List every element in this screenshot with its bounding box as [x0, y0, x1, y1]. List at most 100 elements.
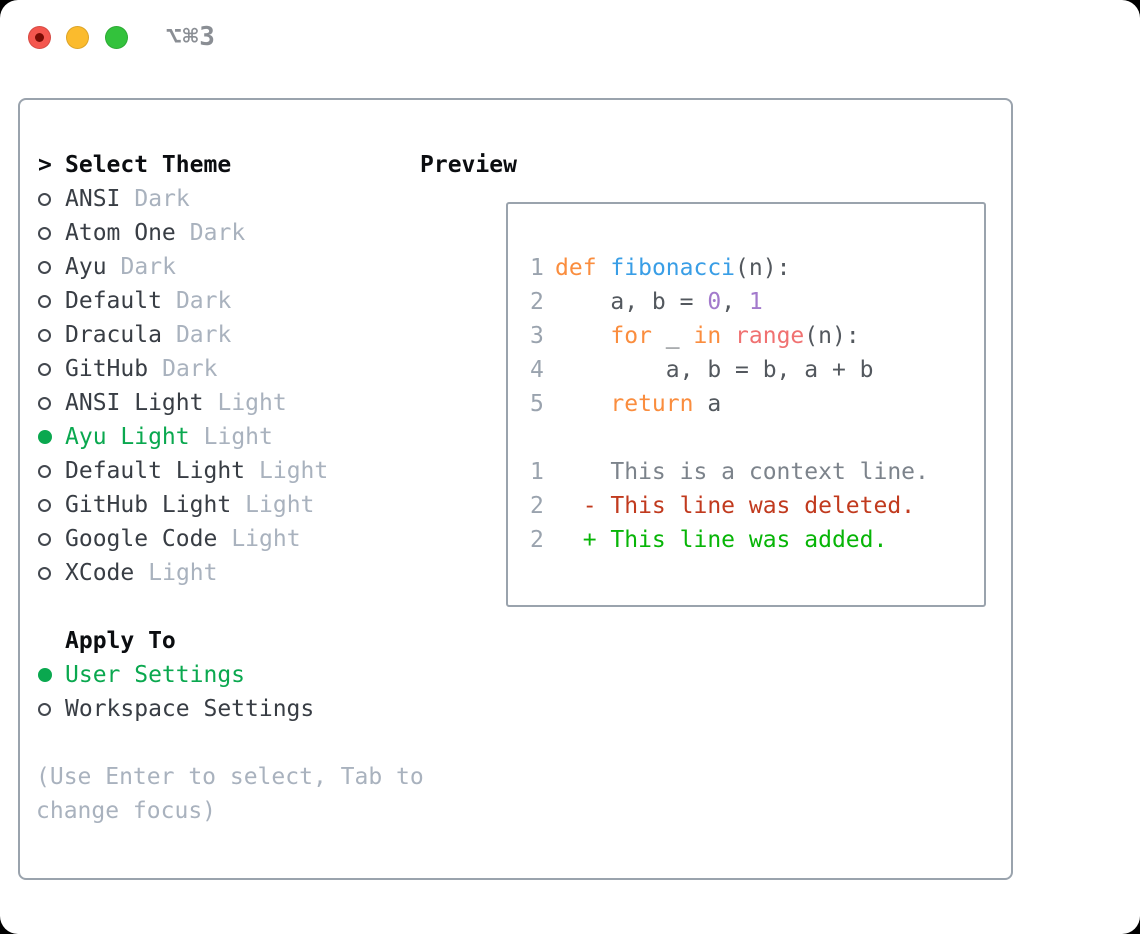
- radio-selected-icon: [38, 430, 52, 444]
- token-num: 1: [748, 289, 763, 315]
- line-number: 5: [530, 391, 544, 417]
- radio-icon: [38, 396, 51, 410]
- token-kw: def: [555, 255, 597, 281]
- minimize-button[interactable]: [66, 26, 89, 49]
- token-num: 0: [707, 289, 722, 315]
- theme-option-default-light[interactable]: Default Light Light: [38, 454, 328, 488]
- theme-option-ansi-light[interactable]: ANSI Light Light: [38, 386, 328, 420]
- radio-icon: [38, 532, 51, 546]
- select-theme-title: Select Theme: [65, 152, 232, 178]
- token-plain: [555, 323, 610, 349]
- option-variant-label: Light: [259, 458, 329, 484]
- code-line: 1 This is a context line.: [530, 455, 929, 489]
- code-line: 2 - This line was deleted.: [530, 489, 929, 523]
- token-plain: a, b = b, a + b: [555, 357, 874, 383]
- option-variant-label: Dark: [175, 288, 232, 314]
- option-label: Default: [65, 288, 162, 314]
- option-variant-label: Light: [231, 526, 301, 552]
- line-number: 3: [530, 323, 544, 349]
- preview-header: Preview: [420, 152, 517, 178]
- radio-icon: [38, 498, 51, 512]
- token-plain: _: [651, 323, 694, 349]
- radio-selected-icon: [38, 668, 52, 682]
- option-label: Atom One: [65, 220, 176, 246]
- hint-line-2: change focus): [36, 798, 217, 824]
- radio-icon: [38, 566, 51, 580]
- hint-text: (Use Enter to select, Tab to change focu…: [36, 760, 424, 828]
- option-variant-label: Light: [203, 424, 273, 450]
- option-label: Google Code: [65, 526, 218, 552]
- code-line: 3 for _ in range(n):: [530, 319, 929, 353]
- close-button[interactable]: [28, 26, 51, 49]
- token-plain: ,: [721, 289, 749, 315]
- radio-icon: [38, 260, 51, 274]
- code-line: 2 + This line was added.: [530, 523, 929, 557]
- apply-to-header: Apply To: [38, 624, 314, 658]
- radio-icon: [38, 294, 51, 308]
- option-variant-label: Light: [148, 560, 218, 586]
- token-fn: fibonacci: [610, 255, 736, 281]
- prompt-icon: >: [38, 152, 52, 178]
- option-label: GitHub: [65, 356, 149, 382]
- option-variant-label: Dark: [120, 254, 176, 280]
- line-number: 2: [530, 289, 544, 315]
- code-line: 2 a, b = 0, 1: [530, 285, 929, 319]
- zoom-button[interactable]: [105, 26, 128, 49]
- option-label: Ayu Light: [65, 424, 190, 450]
- token-kw: for: [610, 323, 652, 349]
- token-plain: (n):: [735, 255, 791, 281]
- code-line: 5 return a: [530, 387, 929, 421]
- option-label: GitHub Light: [65, 492, 232, 518]
- option-label: ANSI: [65, 186, 121, 212]
- token-deleted: - This line was deleted.: [555, 493, 916, 519]
- record-dot-icon: [35, 33, 44, 42]
- apply-to-title: Apply To: [65, 628, 176, 654]
- apply-option-user-settings[interactable]: User Settings: [38, 658, 314, 692]
- window-title: ⌥⌘3: [166, 22, 216, 52]
- token-plain: [555, 391, 610, 417]
- theme-option-ayu[interactable]: Ayu Dark: [38, 250, 328, 284]
- option-label: Ayu: [65, 254, 107, 280]
- option-variant-label: Dark: [134, 186, 190, 212]
- theme-option-google-code[interactable]: Google Code Light: [38, 522, 328, 556]
- theme-option-ansi[interactable]: ANSI Dark: [38, 182, 328, 216]
- token-builtin: range: [735, 323, 805, 349]
- token-plain: [721, 323, 735, 349]
- hint-line-1: (Use Enter to select, Tab to: [36, 764, 424, 790]
- theme-option-github-light[interactable]: GitHub Light Light: [38, 488, 328, 522]
- option-variant-label: Light: [217, 390, 287, 416]
- radio-icon: [38, 362, 51, 376]
- apply-option-workspace-settings[interactable]: Workspace Settings: [38, 692, 314, 726]
- option-variant-label: Dark: [162, 356, 218, 382]
- option-label: Dracula: [65, 322, 162, 348]
- option-variant-label: Light: [245, 492, 315, 518]
- line-number: 2: [530, 493, 544, 519]
- token-plain: [597, 255, 611, 281]
- radio-icon: [38, 226, 51, 240]
- theme-option-github[interactable]: GitHub Dark: [38, 352, 328, 386]
- theme-option-default[interactable]: Default Dark: [38, 284, 328, 318]
- radio-icon: [38, 328, 51, 342]
- option-label: User Settings: [65, 662, 246, 688]
- token-plain: a, b =: [555, 289, 708, 315]
- line-number: 2: [530, 527, 544, 553]
- token-kw: return: [610, 391, 694, 417]
- token-context: This is a context line.: [555, 459, 929, 485]
- option-label: Default Light: [65, 458, 246, 484]
- select-theme-header: > Select Theme: [38, 148, 328, 182]
- token-plain: (n):: [804, 323, 860, 349]
- line-number: 1: [530, 459, 544, 485]
- option-label: Workspace Settings: [65, 696, 315, 722]
- option-label: ANSI Light: [65, 390, 204, 416]
- line-number: 4: [530, 357, 544, 383]
- theme-option-ayu-light[interactable]: Ayu Light Light: [38, 420, 328, 454]
- token-added: + This line was added.: [555, 527, 888, 553]
